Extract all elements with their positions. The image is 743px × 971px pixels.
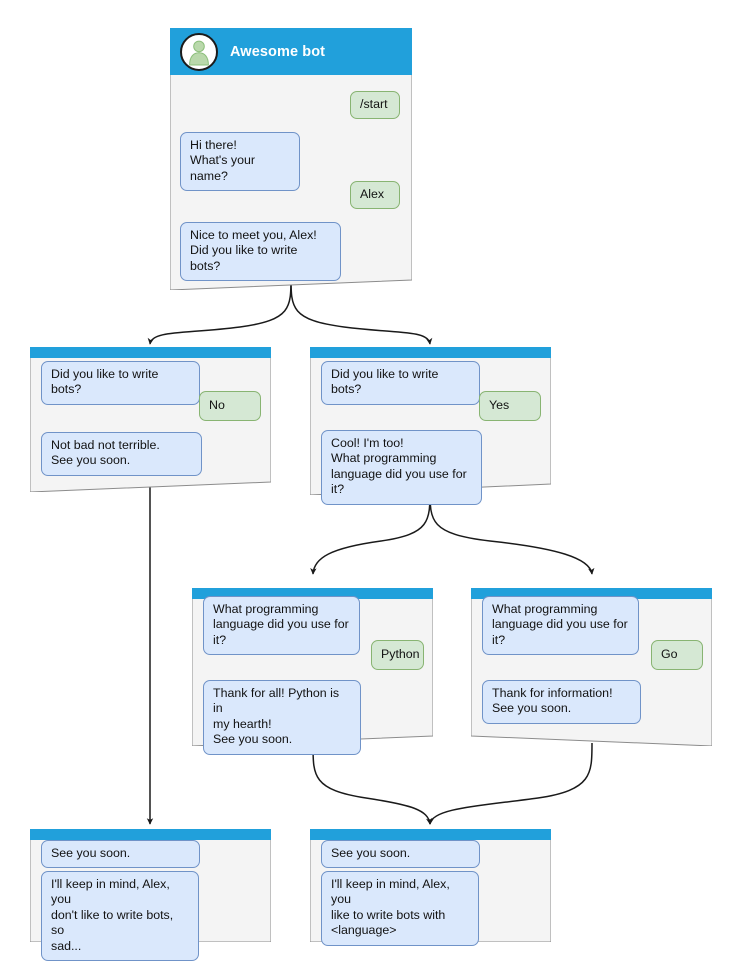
go-branch-message-reply: Thank for information! See you soon. — [482, 680, 641, 724]
end-happy-message-final: I'll keep in mind, Alex, you like to wri… — [321, 871, 479, 946]
python-branch-message-python: Python — [371, 640, 424, 670]
root-message-greeting: Hi there! What's your name? — [180, 132, 300, 192]
yes-branch-message-yes: Yes — [479, 391, 541, 421]
no-branch-message-reply: Not bad not terrible. See you soon. — [41, 432, 202, 476]
go-branch-message-go: Go — [651, 640, 703, 670]
python-branch-message-question: What programming language did you use fo… — [203, 596, 360, 656]
end-happy-message-bye: See you soon. — [321, 840, 480, 869]
yes-branch-message-question: Did you like to write bots? — [321, 361, 480, 405]
edge-go-to-end-happy — [427, 742, 593, 825]
root-message-nicetomeet: Nice to meet you, Alex! Did you like to … — [180, 222, 341, 282]
root-message-name: Alex — [350, 181, 400, 209]
no-branch-message-question: Did you like to write bots? — [41, 361, 200, 405]
python-branch-message-reply: Thank for all! Python is in my hearth! S… — [203, 680, 361, 755]
end-sad-message-final: I'll keep in mind, Alex, you don't like … — [41, 871, 199, 962]
no-branch-message-no: No — [199, 391, 261, 421]
end-sad-message-bye: See you soon. — [41, 840, 200, 869]
go-branch-message-question: What programming language did you use fo… — [482, 596, 639, 656]
node-root-titlebar: Awesome bot — [170, 28, 412, 75]
root-message-start: /start — [350, 91, 400, 119]
yes-branch-message-reply: Cool! I'm too! What programming language… — [321, 430, 482, 505]
edge-python-to-end-happy — [312, 744, 433, 825]
bot-name-label: Awesome bot — [230, 43, 326, 60]
person-avatar-icon — [180, 32, 218, 71]
